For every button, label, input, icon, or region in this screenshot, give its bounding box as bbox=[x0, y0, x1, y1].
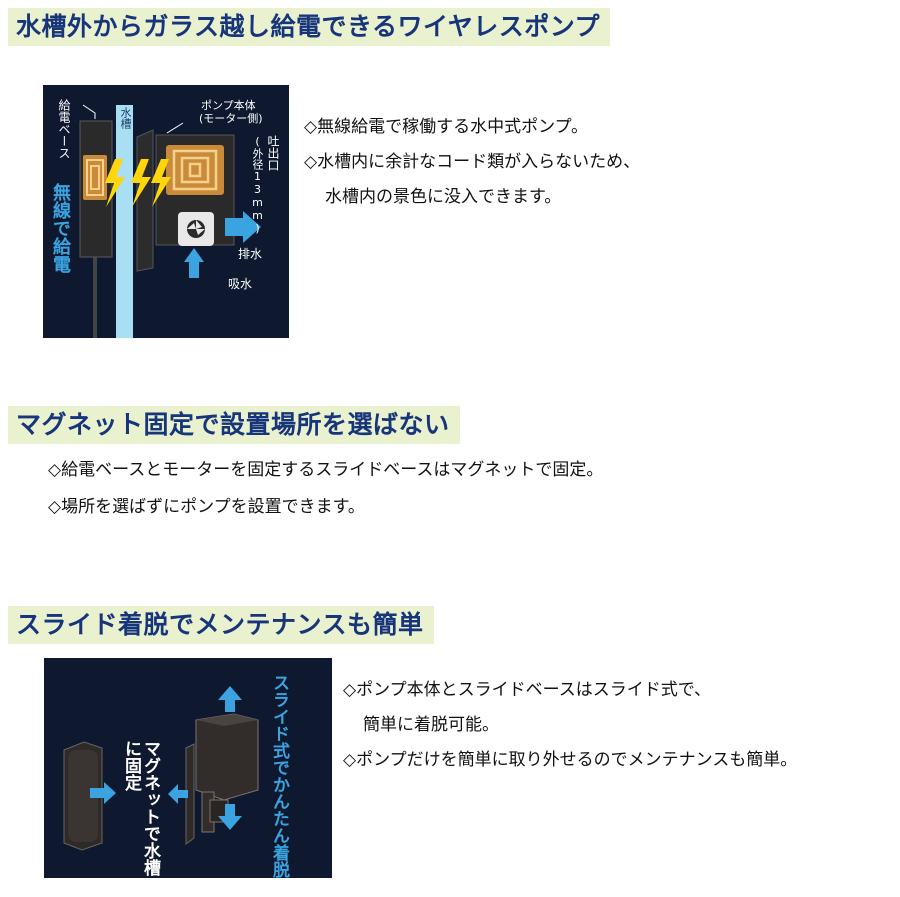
bullet-slide-2: 簡単に着脱可能。 bbox=[363, 715, 499, 735]
bullet-slide-3: ◇ポンプだけを簡単に取り外せるのでメンテナンスも簡単。 bbox=[343, 750, 798, 770]
outlet-size-label: (外径13mm) bbox=[251, 135, 264, 235]
bullet-wireless-1: ◇無線給電で稼働する水中式ポンプ。 bbox=[304, 117, 589, 137]
outlet-label: 吐出口 bbox=[266, 135, 280, 171]
bullet-wireless-3: 水槽内の景色に没入できます。 bbox=[325, 187, 562, 207]
bullet-magnet-2: ◇場所を選ばずにポンプを設置できます。 bbox=[48, 497, 365, 517]
pump-body-label: ポンプ本体 bbox=[201, 99, 256, 112]
section-heading-slide: スライド着脱でメンテナンスも簡単 bbox=[8, 606, 434, 644]
tank-label: 水槽 bbox=[119, 107, 132, 129]
bullet-wireless-2: ◇水槽内に余計なコード類が入らないため、 bbox=[304, 152, 641, 172]
drain-label: 排水 bbox=[238, 247, 263, 261]
slide-diagram-art bbox=[63, 686, 259, 851]
wireless-feed-label: 無線で給電 bbox=[50, 183, 71, 273]
magnet-fix-label: マグネットで水槽に固定 bbox=[121, 740, 160, 876]
wireless-diagram-art bbox=[79, 104, 261, 338]
bullet-magnet-1: ◇給電ベースとモーターを固定するスライドベースはマグネットで固定。 bbox=[48, 460, 604, 480]
wireless-feed-diagram: 給電ベース 水槽 無線で給電 ポンプ本体 (モーター側) 吐出口 (外径13mm… bbox=[43, 85, 289, 338]
pump-motor-sublabel: (モーター側) bbox=[199, 112, 263, 125]
intake-label: 吸水 bbox=[228, 277, 253, 291]
section-heading-wireless: 水槽外からガラス越し給電できるワイヤレスポンプ bbox=[8, 8, 611, 46]
slide-detach-diagram: マグネットで水槽に固定 スライド式でかんたん着脱 bbox=[44, 658, 332, 878]
section-heading-magnet: マグネット固定で設置場所を選ばない bbox=[8, 406, 460, 444]
bullet-slide-1: ◇ポンプ本体とスライドベースはスライド式で、 bbox=[343, 680, 712, 700]
slide-detach-label: スライド式でかんたん着脱 bbox=[269, 674, 289, 878]
power-base-label: 給電ベース bbox=[57, 99, 71, 159]
